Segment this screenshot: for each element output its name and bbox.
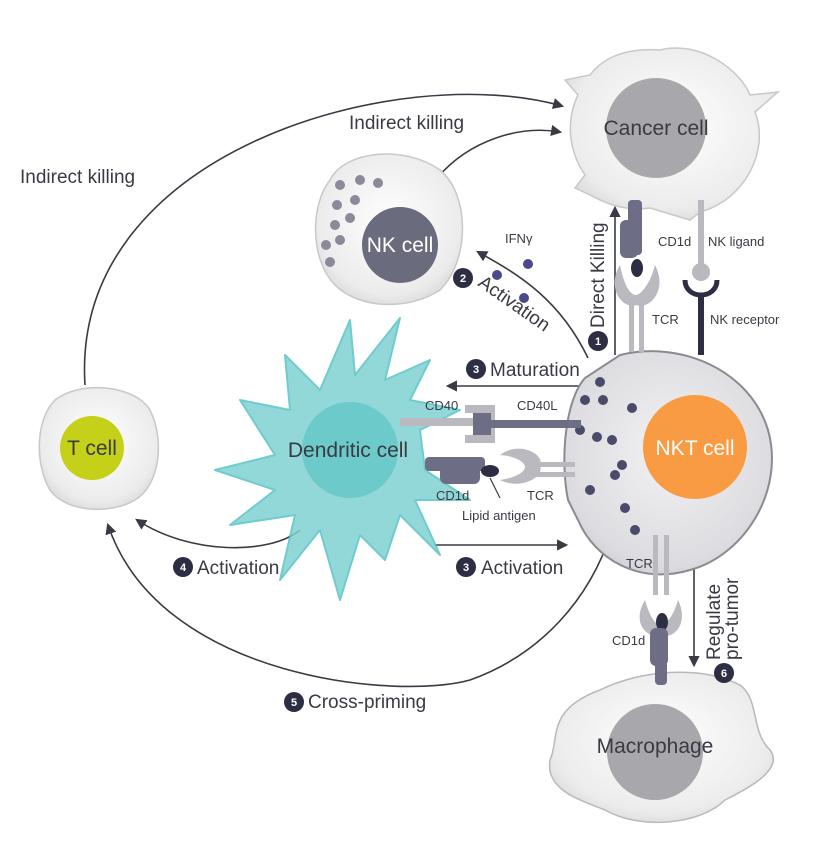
arrow-cross-priming [105,522,615,688]
arrow-nkt-to-nk [476,250,589,359]
svg-text:3: 3 [463,562,469,574]
dendritic-cell: Dendritic cell [214,317,471,601]
svg-text:1: 1 [595,336,601,348]
arrow-dc-to-t [135,518,301,549]
nk-cell-label: NK cell [367,234,434,257]
label-tcr-cancer: TCR [652,312,679,327]
label-ifn: IFNγ [505,231,533,246]
step-badge-2: 2 [453,268,473,288]
label-cd1d-dc: CD1d [436,488,469,503]
label-nk-ligand: NK ligand [708,234,764,249]
label-tcr-dc: TCR [527,488,554,503]
nk-cell: NK cell [314,153,464,306]
label-cd1d-cancer: CD1d [658,234,691,249]
label-tcr-macrophage: TCR [626,556,653,571]
arrows [83,93,700,688]
label-indirect-killing-top: Indirect killing [349,113,464,134]
label-regulate: Regulate [704,584,725,660]
cd1d-tcr-dc [425,448,575,499]
label-activation-nkt: Activation [481,558,563,579]
svg-text:3: 3 [473,364,479,376]
label-pro-tumor: pro-tumor [722,577,743,660]
cd40-cd40l [400,405,581,443]
step-badge-1: 1 [588,331,608,351]
nkt-cell: NKT cell [563,350,773,576]
arrow-nk-to-cancer [437,124,563,178]
ifn-molecules [492,259,533,303]
cancer-cell-label: Cancer cell [603,117,708,140]
svg-text:6: 6 [721,668,727,680]
label-lipid-antigen: Lipid antigen [462,508,536,523]
label-cd40: CD40 [425,398,458,413]
label-direct-killing: Direct Killing [588,222,609,328]
label-activation-t: Activation [197,558,279,579]
nkt-granules [575,377,640,535]
svg-text:5: 5 [291,697,297,709]
tcr-cd1d-macrophage [639,535,682,685]
step-badge-3-maturation: 3 [466,359,486,379]
svg-text:2: 2 [460,273,466,285]
step-badge-5: 5 [284,692,304,712]
label-maturation: Maturation [490,360,580,381]
arrow-t-to-cancer [83,93,565,386]
step-badges: 1 2 3 3 4 5 6 [173,268,734,712]
nkt-cell-label: NKT cell [656,437,735,460]
receptor-tcr-cancer [614,265,660,352]
label-indirect-killing-left: Indirect killing [20,167,135,188]
label-activation-nk: Activation [474,272,554,336]
label-cd40l: CD40L [517,398,557,413]
receptor-cd1d-cancer [620,200,643,277]
step-badge-6: 6 [714,663,734,683]
step-badge-4: 4 [173,557,193,577]
nk-ligand-receptor [682,200,720,355]
cancer-cell: Cancer cell [563,47,781,221]
step-badge-3-activation: 3 [456,557,476,577]
label-nk-receptor: NK receptor [710,312,780,327]
svg-text:4: 4 [180,562,187,574]
label-cd1d-macrophage: CD1d [612,633,645,648]
dendritic-cell-label: Dendritic cell [288,439,408,462]
t-cell-label: T cell [67,437,117,460]
label-cross-priming: Cross-priming [308,692,426,713]
macrophage: Macrophage [548,671,774,824]
macrophage-label: Macrophage [597,735,714,758]
nk-granules [321,175,383,267]
t-cell: T cell [38,387,160,510]
